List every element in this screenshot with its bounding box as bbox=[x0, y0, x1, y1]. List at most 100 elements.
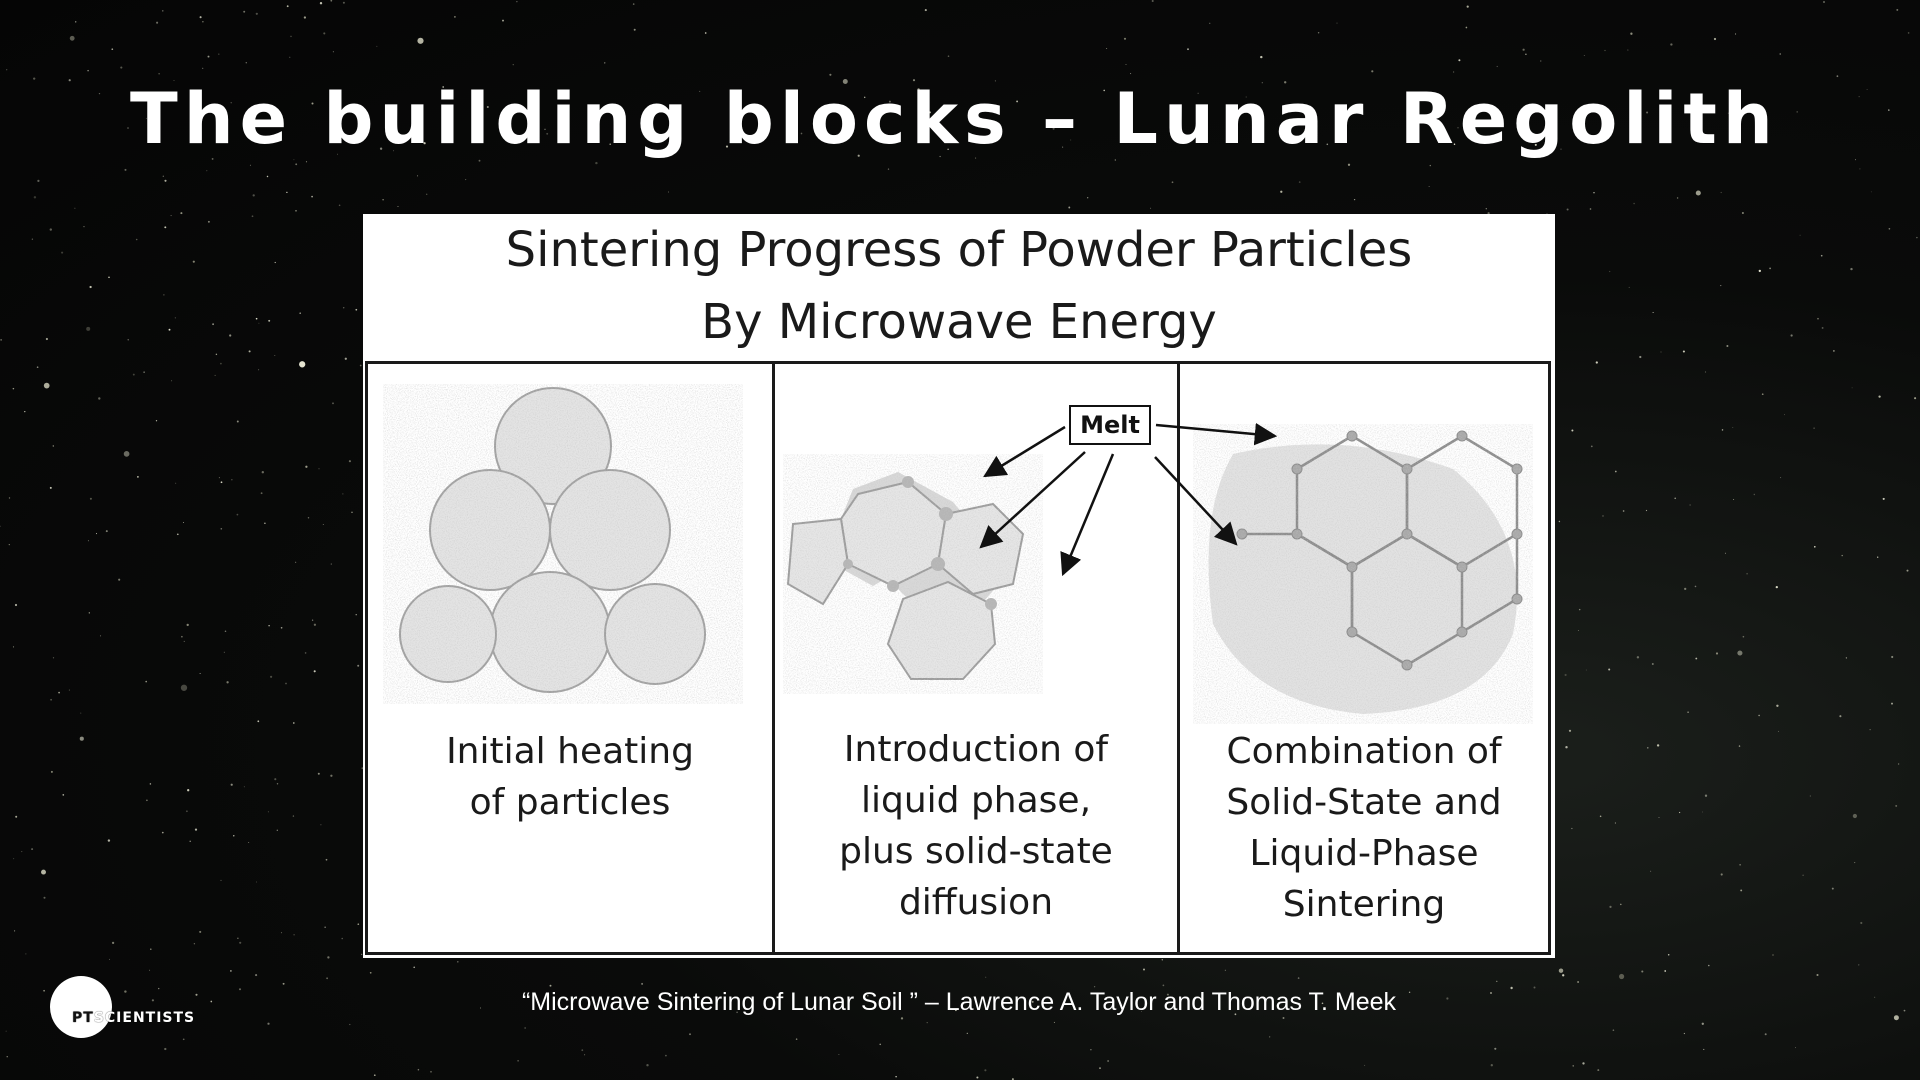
star bbox=[1780, 477, 1782, 479]
star bbox=[1784, 414, 1785, 416]
star bbox=[1776, 704, 1779, 707]
star bbox=[632, 3, 635, 5]
star bbox=[170, 215, 172, 217]
star bbox=[1070, 139, 1072, 141]
star bbox=[118, 578, 121, 581]
star bbox=[1062, 146, 1064, 148]
star bbox=[1738, 745, 1741, 747]
caption-line: Sintering bbox=[1282, 884, 1446, 925]
star bbox=[581, 1049, 584, 1052]
star bbox=[1639, 355, 1642, 359]
star bbox=[218, 477, 220, 479]
star bbox=[69, 35, 75, 41]
star bbox=[255, 317, 258, 320]
star bbox=[1114, 159, 1116, 161]
star bbox=[1702, 811, 1703, 813]
star bbox=[1347, 163, 1351, 166]
star bbox=[342, 306, 345, 309]
star bbox=[397, 205, 399, 208]
star bbox=[206, 170, 208, 172]
star bbox=[1583, 55, 1585, 56]
star bbox=[1882, 497, 1885, 500]
star bbox=[1667, 953, 1670, 956]
star bbox=[299, 312, 301, 314]
star bbox=[1796, 111, 1798, 113]
melt-arrows bbox=[979, 422, 1278, 577]
panel-combination-sintering: Combination of Solid-State and Liquid-Ph… bbox=[1180, 364, 1548, 952]
star bbox=[1870, 191, 1872, 193]
caption-line: plus solid-state bbox=[839, 831, 1113, 872]
star bbox=[1087, 197, 1089, 199]
star bbox=[1831, 887, 1834, 890]
star bbox=[1665, 127, 1668, 130]
star bbox=[1845, 657, 1848, 659]
star bbox=[1628, 286, 1630, 288]
star bbox=[37, 179, 40, 183]
star bbox=[322, 524, 324, 525]
star bbox=[156, 21, 159, 24]
star bbox=[512, 64, 514, 66]
star bbox=[1572, 1065, 1574, 1067]
star bbox=[295, 561, 297, 563]
star bbox=[195, 993, 198, 996]
star bbox=[524, 1027, 526, 1029]
star bbox=[442, 86, 445, 88]
star bbox=[1209, 22, 1211, 24]
star bbox=[1877, 556, 1879, 558]
star bbox=[1641, 970, 1644, 973]
star bbox=[1694, 585, 1697, 588]
star bbox=[327, 956, 330, 959]
star bbox=[1891, 655, 1894, 659]
star bbox=[187, 789, 190, 792]
star bbox=[1809, 795, 1811, 797]
star bbox=[146, 799, 148, 802]
star bbox=[6, 1056, 8, 1058]
star bbox=[1269, 1036, 1271, 1038]
star bbox=[162, 175, 164, 177]
star bbox=[423, 142, 426, 145]
star bbox=[1485, 208, 1487, 210]
star bbox=[646, 1064, 649, 1067]
star bbox=[1720, 285, 1722, 287]
star bbox=[1647, 747, 1649, 749]
star bbox=[267, 811, 269, 813]
star bbox=[1107, 1060, 1109, 1062]
star bbox=[546, 132, 549, 135]
star bbox=[1823, 1, 1825, 3]
star bbox=[1571, 429, 1574, 432]
star bbox=[238, 988, 242, 991]
star bbox=[124, 168, 127, 171]
star bbox=[1878, 395, 1881, 398]
star bbox=[1859, 168, 1861, 170]
star bbox=[164, 226, 167, 229]
star bbox=[1558, 520, 1561, 523]
star bbox=[1893, 1015, 1899, 1021]
star bbox=[355, 614, 357, 616]
star bbox=[1162, 984, 1165, 987]
star bbox=[1713, 37, 1717, 41]
star bbox=[516, 1, 518, 3]
star bbox=[33, 77, 36, 80]
star bbox=[1297, 977, 1300, 979]
star bbox=[1724, 552, 1726, 554]
star bbox=[1682, 350, 1685, 353]
star bbox=[1851, 387, 1853, 389]
star bbox=[0, 525, 1, 527]
star bbox=[174, 317, 176, 319]
star bbox=[740, 127, 742, 129]
star bbox=[295, 209, 297, 212]
star bbox=[45, 337, 49, 341]
star bbox=[313, 623, 317, 626]
star bbox=[1715, 652, 1719, 655]
star bbox=[829, 73, 832, 76]
star bbox=[1151, 0, 1154, 3]
star bbox=[1016, 100, 1019, 103]
star bbox=[1703, 1048, 1705, 1050]
star bbox=[1282, 1017, 1285, 1019]
star bbox=[1364, 1064, 1366, 1066]
star bbox=[1761, 393, 1764, 396]
star bbox=[376, 45, 378, 47]
star bbox=[1224, 969, 1226, 971]
star bbox=[341, 937, 343, 940]
star bbox=[1234, 1013, 1237, 1016]
